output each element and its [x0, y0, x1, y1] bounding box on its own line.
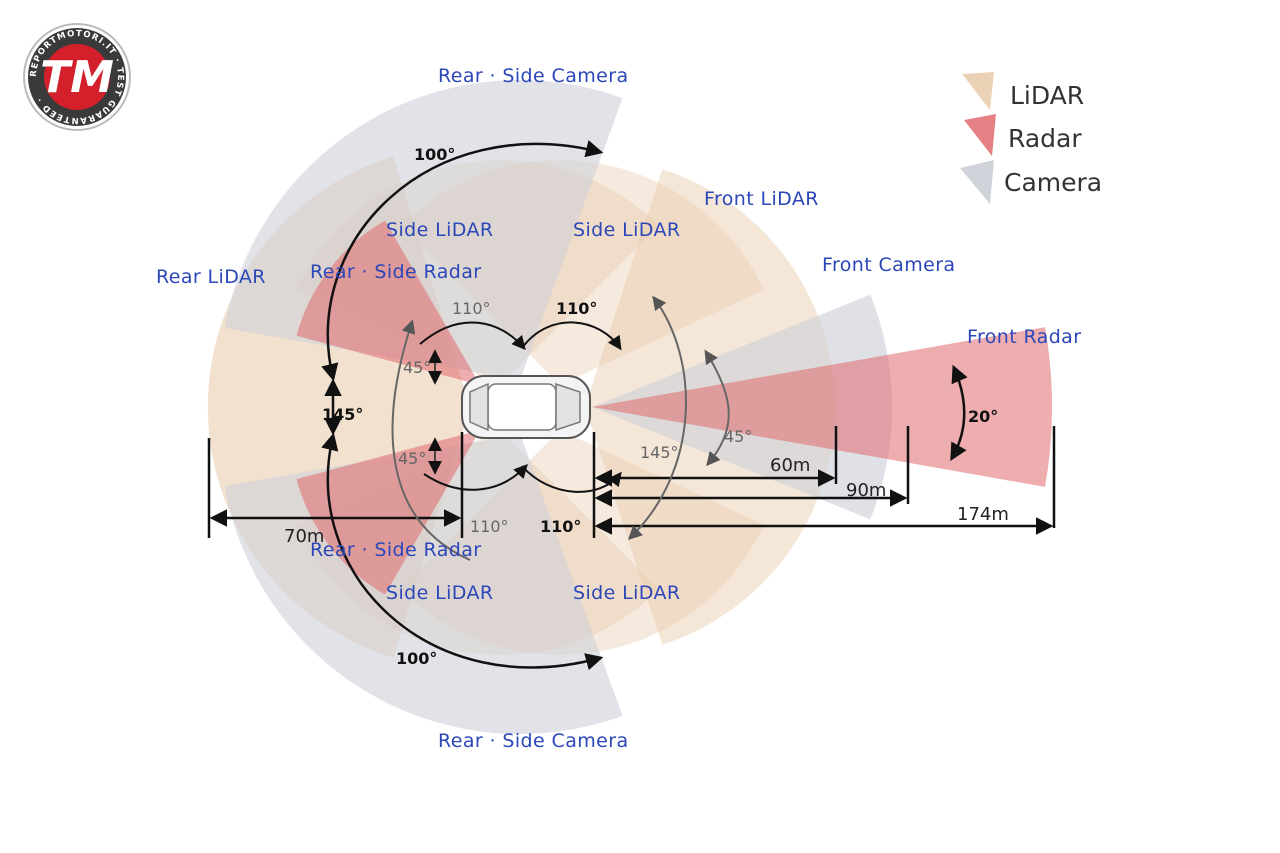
angle-camera-bottom: 100° [396, 649, 437, 668]
distance-front-camera: 60m [770, 455, 810, 476]
reportmotori-logo: REPORTMOTORI.IT · TEST GUARANTEED · TM [23, 23, 131, 131]
legend-label-camera: Camera [1004, 168, 1102, 197]
logo-mark: TM [40, 52, 114, 103]
distance-front-lidar: 90m [846, 480, 886, 501]
label-front-lidar: Front LiDAR [704, 188, 819, 210]
angle-camera-top: 100° [414, 145, 455, 164]
angle-front-camera: 45° [724, 427, 752, 446]
label-rear-side-camera-bottom: Rear · Side Camera [438, 730, 629, 752]
label-front-radar: Front Radar [967, 326, 1081, 348]
label-rear-lidar: Rear LiDAR [156, 266, 266, 288]
legend: LiDAR Radar Camera [960, 72, 1102, 204]
label-rear-side-radar-top: Rear · Side Radar [310, 261, 481, 283]
label-side-lidar-bottom-right: Side LiDAR [573, 582, 681, 604]
angle-rear-lidar: 145° [322, 405, 363, 424]
label-side-lidar-top-left: Side LiDAR [386, 219, 494, 241]
label-rear-side-radar-bottom: Rear · Side Radar [310, 539, 481, 561]
legend-label-radar: Radar [1008, 124, 1082, 153]
angle-front-radar: 20° [968, 407, 998, 426]
distance-front-radar: 174m [957, 504, 1009, 525]
angle-radar-top: 45° [403, 358, 431, 377]
legend-label-lidar: LiDAR [1010, 81, 1084, 110]
label-side-lidar-top-right: Side LiDAR [573, 219, 681, 241]
angle-side-lidar-tr: 110° [556, 299, 597, 318]
car-icon [461, 375, 591, 439]
angle-side-lidar-br: 110° [540, 517, 581, 536]
legend-swatch-camera [960, 160, 994, 204]
label-rear-side-camera-top: Rear · Side Camera [438, 65, 629, 87]
angle-front-lidar: 145° [640, 443, 679, 462]
sensor-labels: Rear · Side Camera Rear · Side Camera Fr… [156, 65, 1081, 752]
angle-side-lidar-tl: 110° [452, 299, 491, 318]
label-side-lidar-bottom-left: Side LiDAR [386, 582, 494, 604]
legend-swatch-radar [964, 114, 996, 156]
angle-side-lidar-bl: 110° [470, 517, 509, 536]
angle-labels: 100° 100° 145° 145° 110° 110° 110° 110° … [322, 145, 998, 668]
radar-front-sector [592, 327, 1052, 487]
distance-rear-lidar: 70m [284, 526, 324, 547]
angle-arcs [321, 140, 968, 671]
label-front-camera: Front Camera [822, 254, 955, 276]
distance-labels: 60m 90m 174m 70m [284, 455, 1009, 547]
angle-radar-bottom: 45° [398, 449, 426, 468]
legend-swatch-lidar [962, 72, 994, 110]
